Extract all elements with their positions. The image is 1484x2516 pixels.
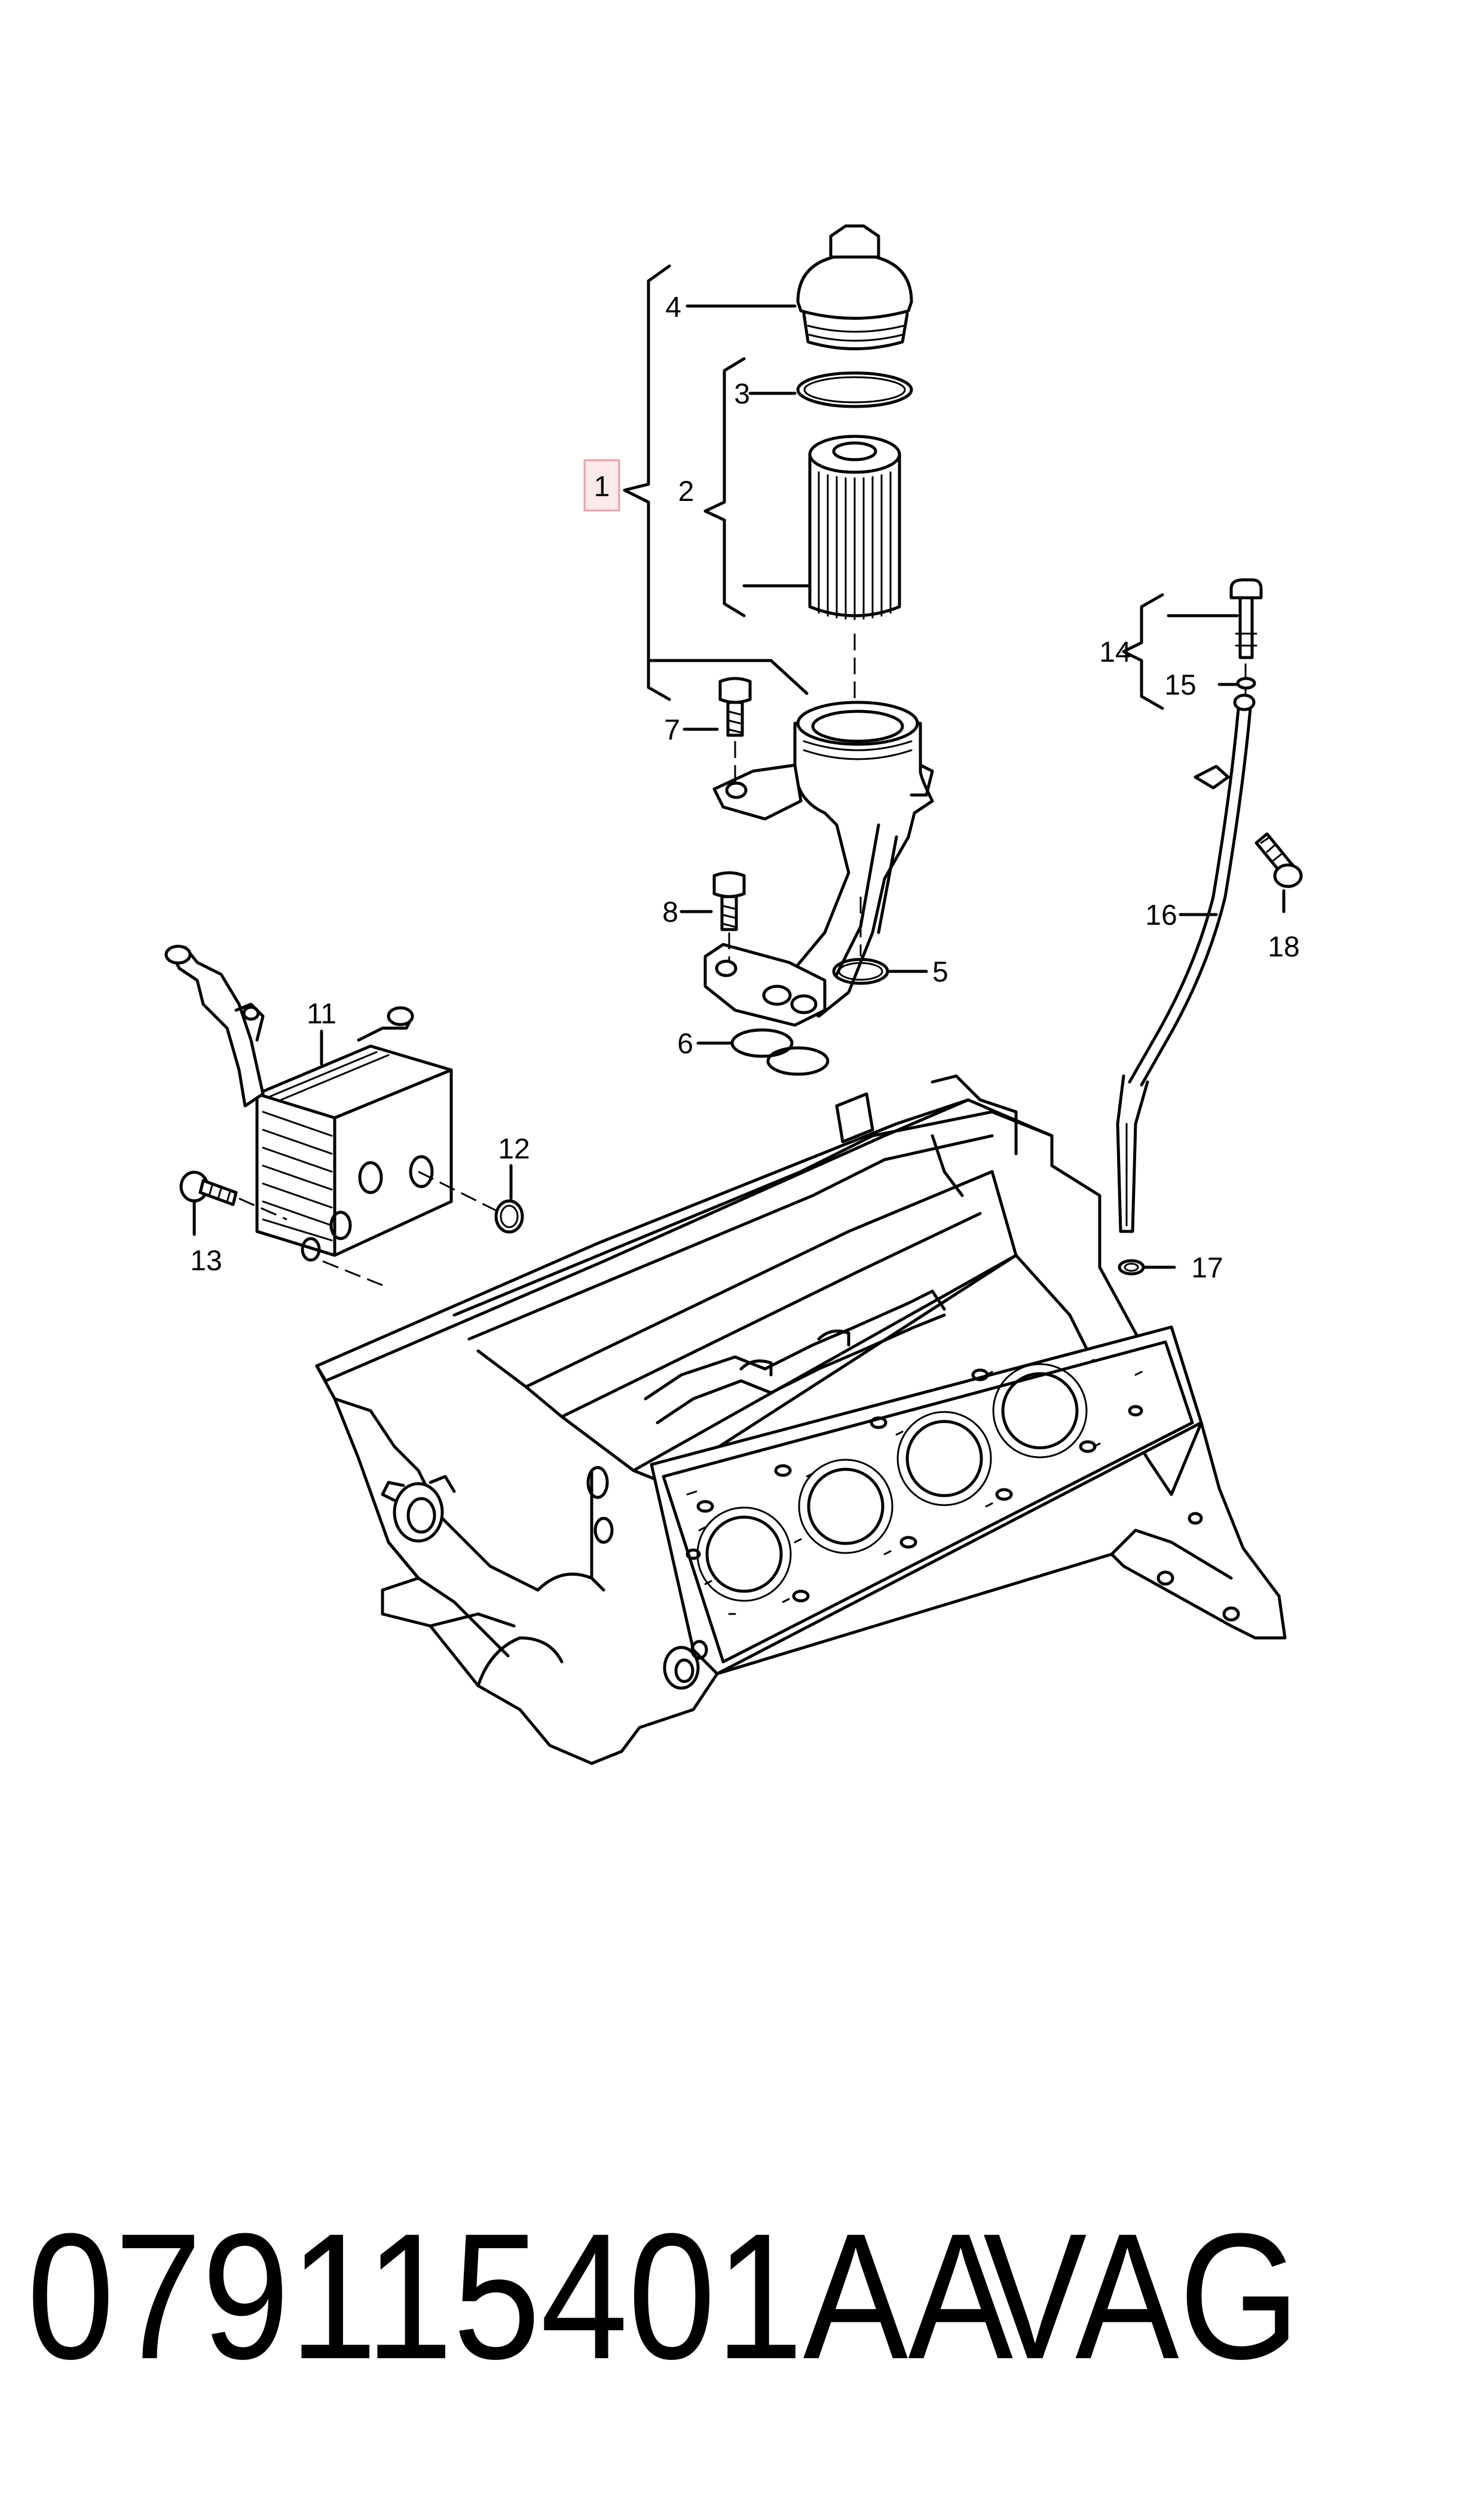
- oil-filter-element: [808, 435, 901, 620]
- callout-5[interactable]: 5: [932, 956, 948, 988]
- bolt-13: [179, 1170, 238, 1206]
- callout-13[interactable]: 13: [190, 1245, 222, 1277]
- oil-filter-cap: [796, 224, 913, 350]
- dipstick-assembly: [1116, 578, 1303, 1276]
- callout-16[interactable]: 16: [1145, 900, 1177, 931]
- callout-8[interactable]: 8: [662, 897, 678, 928]
- part-number-text: 079115401AA: [27, 2196, 1014, 2396]
- highlight-box-1: [583, 459, 620, 512]
- oil-cooler: [164, 944, 453, 1262]
- callout-11[interactable]: 11: [307, 998, 336, 1030]
- callout-18[interactable]: 18: [1268, 931, 1299, 963]
- callout-17[interactable]: 17: [1191, 1252, 1223, 1284]
- callout-4[interactable]: 4: [665, 292, 681, 323]
- callout-15[interactable]: 15: [1164, 669, 1196, 701]
- callout-3[interactable]: 3: [734, 378, 750, 410]
- o-ring-3: [796, 371, 913, 408]
- brand-text: VAG: [983, 2196, 1300, 2396]
- oil-filter-housing: [703, 701, 934, 1027]
- bolt-8: [712, 871, 746, 931]
- leader-lines: [192, 264, 1286, 1269]
- callout-7[interactable]: 7: [664, 714, 680, 746]
- callout-6[interactable]: 6: [677, 1028, 693, 1060]
- callout-2[interactable]: 2: [678, 476, 694, 508]
- engine-block: [315, 1074, 1287, 1765]
- callout-1[interactable]: 1: [594, 471, 610, 503]
- callout-14[interactable]: 14: [1099, 637, 1131, 668]
- bolt-7: [718, 677, 752, 737]
- callout-12[interactable]: 12: [498, 1133, 530, 1165]
